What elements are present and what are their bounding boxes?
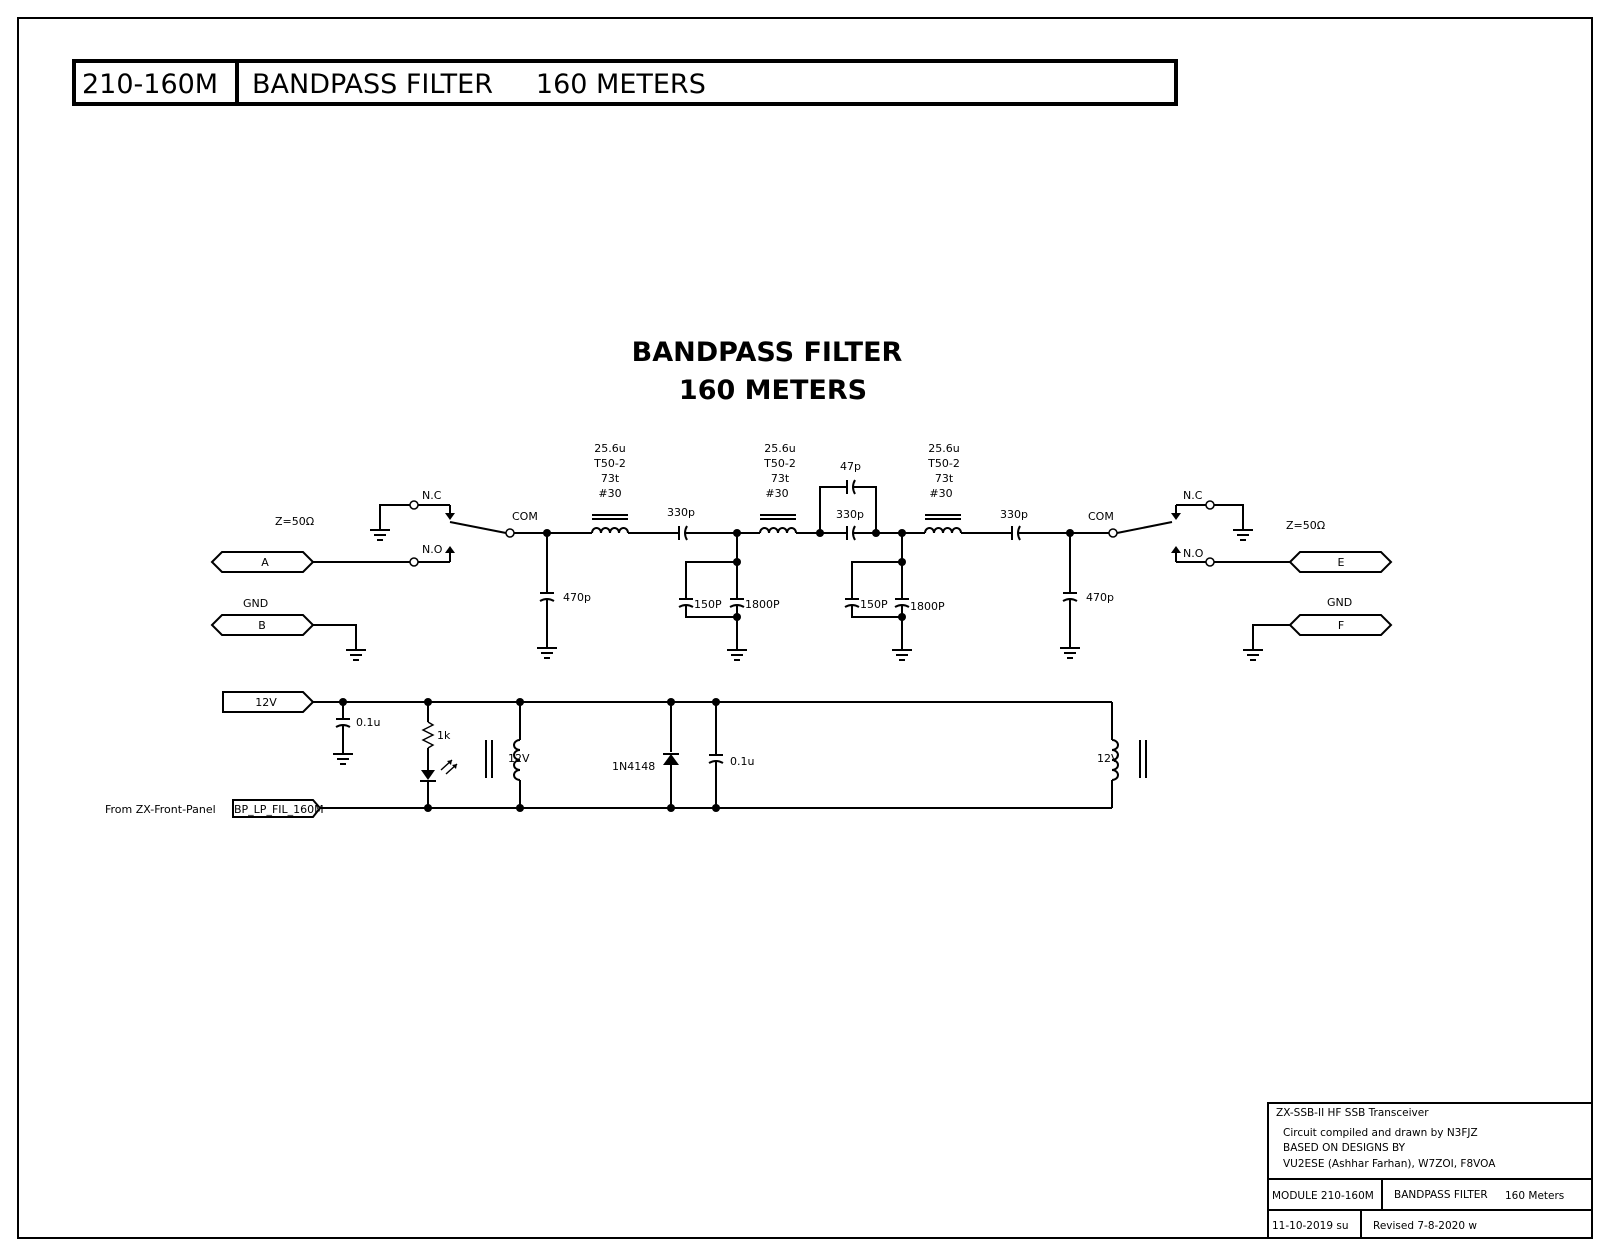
- cap-330p-2: [846, 525, 856, 541]
- c330-3-label: 330p: [1000, 508, 1028, 521]
- inductor-l3: [924, 514, 962, 534]
- relay-right-label: 12V: [1097, 752, 1119, 765]
- diagram-title-line2: 160 METERS: [679, 375, 867, 406]
- c330-2-label: 330p: [836, 508, 864, 521]
- c150-1-label: 150P: [694, 598, 722, 611]
- gnd-right: GND: [1327, 596, 1352, 609]
- port-e-label: E: [1338, 556, 1345, 569]
- l1-turns: 73t: [601, 472, 620, 485]
- l2-value: 25.6u: [764, 442, 795, 455]
- tb-compiled: Circuit compiled and drawn by N3FJZ: [1283, 1127, 1478, 1139]
- c1800-2-label: 1800P: [910, 600, 945, 613]
- title-block: ZX-SSB-II HF SSB Transceiver Circuit com…: [1267, 1102, 1593, 1239]
- tb-project: ZX-SSB-II HF SSB Transceiver: [1276, 1107, 1429, 1119]
- l3-turns: 73t: [935, 472, 954, 485]
- com-right: COM: [1088, 510, 1114, 523]
- diagram-title-line1: BANDPASS FILTER: [632, 337, 903, 368]
- inductor-l2: [759, 514, 797, 534]
- c150-2-label: 150P: [860, 598, 888, 611]
- c470-right-label: 470p: [1086, 591, 1114, 604]
- port-bp-label: BP_LP_FIL_160M: [234, 803, 324, 816]
- l1-wire: #30: [598, 487, 621, 500]
- z-left: Z=50Ω: [275, 515, 314, 528]
- cap-330p-1: [678, 525, 688, 541]
- c01-left-label: 0.1u: [356, 716, 380, 729]
- nc-right: N.C: [1183, 489, 1203, 502]
- no-left: N.O: [422, 543, 443, 556]
- c1800-1-label: 1800P: [745, 598, 780, 611]
- c47-label: 47p: [840, 460, 861, 473]
- port-b-label: B: [258, 619, 266, 632]
- tb-module: MODULE 210-160M: [1272, 1190, 1374, 1202]
- diode-label: 1N4148: [612, 760, 655, 773]
- cap-47p: [846, 479, 856, 495]
- l3-core: T50-2: [927, 457, 960, 470]
- l2-turns: 73t: [771, 472, 790, 485]
- port-12v: [222, 691, 315, 713]
- l3-value: 25.6u: [928, 442, 959, 455]
- c01-mid-label: 0.1u: [730, 755, 754, 768]
- port-bp: [232, 799, 322, 818]
- header-title: BANDPASS FILTER 160 METERS: [252, 69, 706, 100]
- port-f: [1288, 614, 1393, 636]
- inductor-l1: [591, 514, 629, 534]
- port-12v-label: 12V: [255, 696, 277, 709]
- l3-wire: #30: [929, 487, 952, 500]
- header-module: 210-160M: [82, 69, 218, 100]
- port-f-label: F: [1338, 619, 1344, 632]
- tb-band: 160 Meters: [1505, 1190, 1564, 1202]
- c330-1-label: 330p: [667, 506, 695, 519]
- c470-left-label: 470p: [563, 591, 591, 604]
- tb-date: 11-10-2019 su: [1272, 1220, 1348, 1232]
- tb-revised: Revised 7-8-2020 w: [1373, 1220, 1477, 1232]
- tb-designers: VU2ESE (Ashhar Farhan), W7ZOI, F8VOA: [1283, 1158, 1496, 1170]
- com-left: COM: [512, 510, 538, 523]
- no-right: N.O: [1183, 547, 1204, 560]
- header-box: 210-160M BANDPASS FILTER 160 METERS: [72, 59, 1178, 106]
- l1-value: 25.6u: [594, 442, 625, 455]
- r1k-label: 1k: [437, 729, 451, 742]
- port-a-label: A: [261, 556, 269, 569]
- gnd-left: GND: [243, 597, 268, 610]
- l2-core: T50-2: [763, 457, 796, 470]
- tb-based: BASED ON DESIGNS BY: [1283, 1142, 1406, 1154]
- l1-core: T50-2: [593, 457, 626, 470]
- z-right: Z=50Ω: [1286, 519, 1325, 532]
- from-front-panel: From ZX-Front-Panel: [105, 803, 216, 816]
- tb-name: BANDPASS FILTER: [1394, 1189, 1488, 1201]
- cap-330p-3: [1011, 525, 1021, 541]
- page-border: [17, 17, 1593, 1239]
- port-e: [1288, 551, 1393, 573]
- relay-left-label-text: 12V: [508, 752, 530, 765]
- l2-wire: #30: [765, 487, 788, 500]
- nc-left: N.C: [422, 489, 442, 502]
